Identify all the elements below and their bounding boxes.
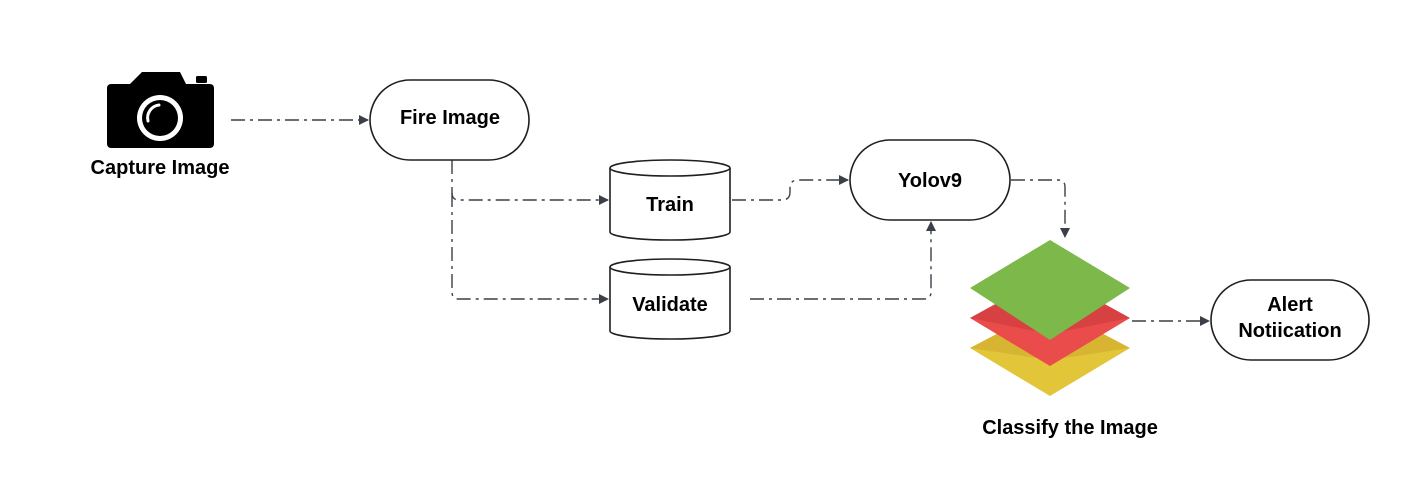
yolov9-shape	[849, 139, 1011, 221]
edge-yolov9-to-classify	[1011, 179, 1070, 238]
database-icon	[609, 159, 731, 241]
train-node[interactable]: Train	[609, 159, 731, 241]
camera-icon	[107, 72, 214, 148]
classify-label: Classify the Image	[982, 417, 1158, 439]
yolov9-label: Yolov9	[898, 170, 962, 192]
alert-notification-shape	[1210, 279, 1370, 361]
edge-fire-image-to-validate	[451, 193, 609, 304]
classify-node[interactable]: Classify the Image	[970, 240, 1158, 439]
edge-validate-to-yolov9	[750, 221, 936, 300]
edge-fire-image-to-train	[451, 160, 609, 205]
capture-image-label: Capture Image	[91, 157, 230, 179]
alert-label-line1: Alert	[1267, 294, 1313, 316]
fire-image-shape	[369, 79, 530, 161]
fire-image-label: Fire Image	[400, 107, 500, 129]
capture-image-node[interactable]: Capture Image	[91, 72, 230, 179]
validate-label: Validate	[632, 294, 708, 316]
alert-notification-node[interactable]: Alert Notiication	[1210, 279, 1370, 361]
layers-icon	[970, 240, 1130, 396]
database-icon	[609, 258, 731, 340]
fire-image-node[interactable]: Fire Image	[369, 79, 530, 161]
train-label: Train	[646, 194, 694, 216]
validate-node[interactable]: Validate	[609, 258, 731, 340]
alert-label-line2: Notiication	[1238, 320, 1341, 342]
edge-train-to-yolov9	[732, 175, 849, 201]
yolov9-node[interactable]: Yolov9	[849, 139, 1011, 221]
